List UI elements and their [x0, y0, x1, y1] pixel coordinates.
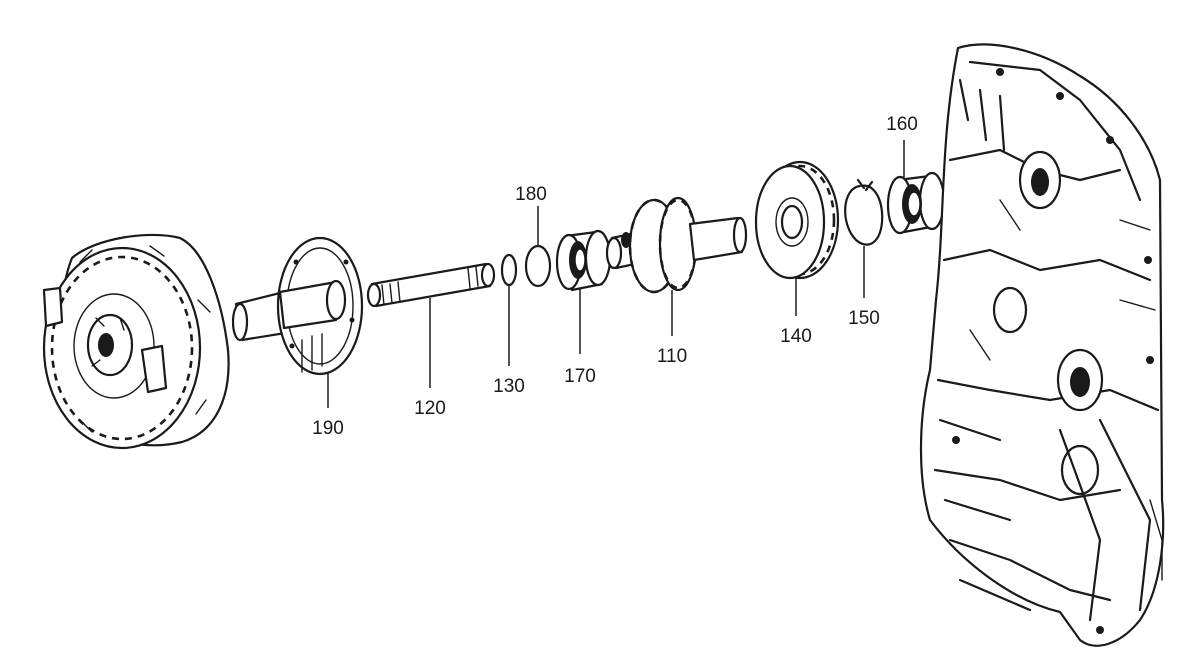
callout-190: 190 — [312, 418, 344, 439]
callout-150: 150 — [848, 308, 880, 329]
callout-120: 120 — [414, 398, 446, 419]
circlip-150 — [844, 178, 884, 246]
pump-housing-190 — [231, 236, 364, 376]
callout-160: 160 — [886, 114, 918, 135]
gear-shaft-110 — [605, 196, 748, 294]
gear-140 — [754, 160, 840, 280]
callout-140: 140 — [780, 326, 812, 347]
callout-labels: 190 120 130 180 170 110 140 150 160 — [312, 114, 918, 439]
bearing-170 — [555, 229, 612, 292]
ring-180 — [524, 244, 552, 288]
transmission-housing — [919, 43, 1165, 647]
torque-converter — [42, 233, 230, 450]
callout-180: 180 — [515, 184, 547, 205]
input-shaft-120 — [366, 262, 496, 308]
leader-lines — [327, 140, 905, 408]
callout-110: 110 — [657, 346, 687, 367]
callout-130: 130 — [493, 376, 525, 397]
snap-ring-130 — [500, 253, 518, 287]
bearing-160 — [886, 171, 946, 235]
callout-170: 170 — [564, 366, 596, 387]
